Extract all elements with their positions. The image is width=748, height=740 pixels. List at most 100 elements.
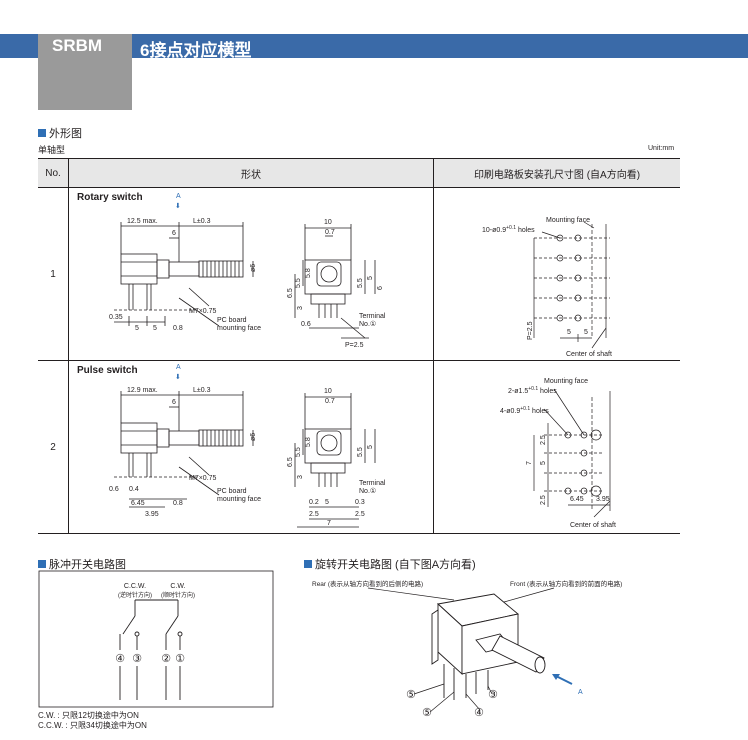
svg-text:0.4: 0.4 [129,486,139,493]
svg-text:2.5: 2.5 [540,435,547,445]
svg-text:2.5: 2.5 [309,511,319,518]
svg-text:0.2: 0.2 [309,499,319,506]
svg-text:⬇: ⬇ [175,373,181,381]
shape-drawing-rotary: Rotary switch [68,187,434,361]
svg-text:0.6: 0.6 [301,321,311,328]
svg-text:6.5: 6.5 [287,457,294,467]
svg-text:12.5 max.: 12.5 max. [127,218,158,225]
svg-text:④: ④ [474,707,484,719]
svg-text:0.7: 0.7 [325,398,335,405]
pulse-footnote-cw: C.W. : 只限12切换途中为ON [38,711,139,720]
svg-text:3: 3 [297,475,304,479]
svg-text:(顺时针方向): (顺时针方向) [161,591,195,599]
svg-text:L±0.3: L±0.3 [193,218,211,225]
rotary-circuit-heading: 旋转开关电路图 (自下图A方向看) [304,556,476,572]
row-no: 2 [38,360,69,534]
pulse-pcb-drawing: 2-ø1.5+0.1 holes 4-ø0.9+0.1 holes Mounti… [500,378,616,529]
outline-subheading: 单轴型 [38,145,66,155]
square-bullet-icon [304,560,312,568]
table-row: 1 Rotary switch [38,187,680,361]
svg-text:P=2.5: P=2.5 [345,342,364,349]
square-bullet-icon [38,560,46,568]
pulse-circuit-diagram: C.C.W. (逆时针方向) C.W. (顺时针方向) ④ ③ ② ① [38,570,274,708]
svg-text:Mounting face: Mounting face [544,378,588,385]
pcb-drawing-pulse: 2-ø1.5+0.1 holes 4-ø0.9+0.1 holes Mounti… [433,360,680,534]
svg-text:0.35: 0.35 [109,314,123,321]
svg-text:5: 5 [325,499,329,506]
svg-text:M7×0.75: M7×0.75 [189,475,217,482]
pulse-outline-drawing: A ⬇ 12.9 max. L±0.3 6 ø6 M7×0.75 0.6 0.4… [109,364,386,528]
svg-text:mounting face: mounting face [217,325,261,332]
svg-text:5: 5 [367,445,374,449]
svg-text:No.①: No.① [359,487,376,495]
svg-text:5.5: 5.5 [295,278,302,288]
svg-text:ø6: ø6 [250,264,257,272]
svg-text:7: 7 [526,461,533,465]
svg-text:0.6: 0.6 [109,486,119,493]
svg-text:Rear (表示从轴方向看到的后侧的电路): Rear (表示从轴方向看到的后侧的电路) [312,579,423,588]
svg-text:C.W.: C.W. [170,583,185,590]
svg-text:P=2.5: P=2.5 [527,321,534,340]
unit-label: Unit:mm [648,145,675,152]
svg-text:5.5: 5.5 [295,447,302,457]
outline-heading: 外形图 [38,125,82,141]
svg-text:6.5: 6.5 [287,288,294,298]
svg-text:5: 5 [135,325,139,332]
arrow-a-label: A [578,689,583,696]
svg-text:6: 6 [377,286,384,290]
svg-text:Front (表示从轴方向看到的前面的电路): Front (表示从轴方向看到的前面的电路) [510,579,622,588]
svg-text:0.3: 0.3 [355,499,365,506]
svg-text:C.C.W.: C.C.W. [124,583,146,590]
series-badge [38,34,132,110]
rotary-outline-drawing: A ⬇ 12.5 max. L±0.3 6 ø6 M7×0.75 0.35 5 … [109,193,386,349]
row-no: 1 [38,187,69,361]
rotary-circuit-diagram: Rear (表示从轴方向看到的后侧的电路) Front (表示从轴方向看到的前面… [312,579,622,719]
svg-text:3: 3 [297,306,304,310]
svg-text:Center of shaft: Center of shaft [570,522,616,529]
svg-text:3.95: 3.95 [145,511,159,518]
svg-text:Terminal: Terminal [359,313,386,320]
pulse-footnote-ccw: C.C.W. : 只限34切换途中为ON [38,721,147,730]
square-bullet-icon [38,129,46,137]
outline-table: No. 形状 印刷电路板安装孔尺寸图 (自A方向看) 1 Rotary swit… [38,158,680,534]
svg-text:5: 5 [153,325,157,332]
svg-text:10-ø0.9+0.1 holes: 10-ø0.9+0.1 holes [482,225,535,234]
svg-text:5.8: 5.8 [305,437,312,447]
svg-text:mounting face: mounting face [217,496,261,503]
svg-text:5: 5 [367,276,374,280]
rotary-pcb-drawing: 10-ø0.9+0.1 holes Mounting face P=2.5 5 … [482,217,612,358]
svg-text:①: ① [175,653,185,665]
svg-text:PC board: PC board [217,317,247,324]
svg-text:0.7: 0.7 [325,229,335,236]
svg-text:Mounting face: Mounting face [546,217,590,224]
col-shape: 形状 [68,158,434,188]
svg-text:10: 10 [324,219,332,226]
svg-text:2.5: 2.5 [355,511,365,518]
row-label: Rotary switch [77,192,143,203]
row-label: Pulse switch [77,365,138,376]
col-no: No. [38,158,69,188]
svg-text:M7×0.75: M7×0.75 [189,308,217,315]
svg-text:PC board: PC board [217,488,247,495]
svg-text:5.8: 5.8 [305,268,312,278]
svg-text:0.8: 0.8 [173,500,183,507]
svg-text:Terminal: Terminal [359,480,386,487]
col-pcb: 印刷电路板安装孔尺寸图 (自A方向看) [433,158,680,188]
series-name: SRBM [52,36,103,55]
svg-text:6: 6 [172,399,176,406]
svg-text:④: ④ [115,653,125,665]
svg-text:2.5: 2.5 [540,495,547,505]
arrow-a-label: A [176,193,181,200]
svg-text:10: 10 [324,388,332,395]
pcb-drawing-rotary: 10-ø0.9+0.1 holes Mounting face P=2.5 5 … [433,187,680,361]
svg-text:4-ø0.9+0.1 holes: 4-ø0.9+0.1 holes [500,406,549,415]
svg-text:③: ③ [132,653,142,665]
svg-text:A: A [176,364,181,371]
svg-text:⬇: ⬇ [175,202,181,210]
page-title: 6接点对应横型 [140,41,252,60]
svg-text:②: ② [161,653,171,665]
svg-text:6: 6 [172,230,176,237]
pulse-circuit-heading: 脉冲开关电路图 [38,556,126,572]
svg-text:Center of shaft: Center of shaft [566,351,612,358]
svg-text:6.45: 6.45 [131,500,145,507]
